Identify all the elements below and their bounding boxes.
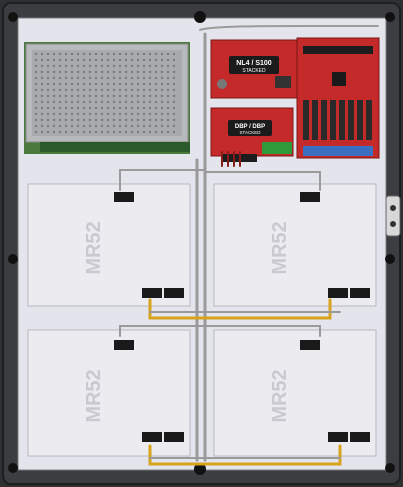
terminal-block <box>142 288 162 298</box>
nl4-sub-label: STACKED <box>242 68 266 74</box>
mr52-panel: MR52 <box>213 183 377 307</box>
wiring <box>119 25 379 466</box>
terminal-block <box>300 340 320 350</box>
mr52-panel: MR52 <box>27 329 191 457</box>
terminal-block <box>114 340 134 350</box>
terminal-block <box>142 432 162 442</box>
relay-board <box>296 37 380 159</box>
terminal-block <box>328 432 348 442</box>
nl4-s100-board: NL4 / S100 STACKED <box>210 39 298 99</box>
terminal-block <box>300 192 320 202</box>
terminal-block <box>350 288 370 298</box>
dbp-board: DBP / DBP STACKED <box>210 107 294 162</box>
terminal-block <box>164 432 184 442</box>
relay-row <box>303 100 372 140</box>
mr52-panel: MR52 <box>27 183 191 307</box>
terminal-block <box>114 192 134 202</box>
mr52-panel: MR52 <box>213 329 377 457</box>
mount-holes <box>8 11 395 475</box>
mr52-panels: MR52 MR52 MR52 MR52 <box>27 183 377 457</box>
terminal-block <box>328 288 348 298</box>
nl4-label: NL4 / S100 <box>236 60 272 67</box>
dbp-sub-label: STACKED <box>240 130 262 135</box>
power-supply <box>24 42 190 154</box>
mr52-label: MR52 <box>269 221 291 274</box>
vent-pattern <box>34 52 176 134</box>
mr52-label: MR52 <box>83 221 105 274</box>
dbp-label: DBP / DBP <box>235 124 265 130</box>
terminal-blocks <box>114 192 370 442</box>
terminal-block <box>164 288 184 298</box>
mr52-label: MR52 <box>83 369 105 422</box>
door-latch <box>385 195 401 237</box>
terminal-block <box>350 432 370 442</box>
mr52-label: MR52 <box>269 369 291 422</box>
